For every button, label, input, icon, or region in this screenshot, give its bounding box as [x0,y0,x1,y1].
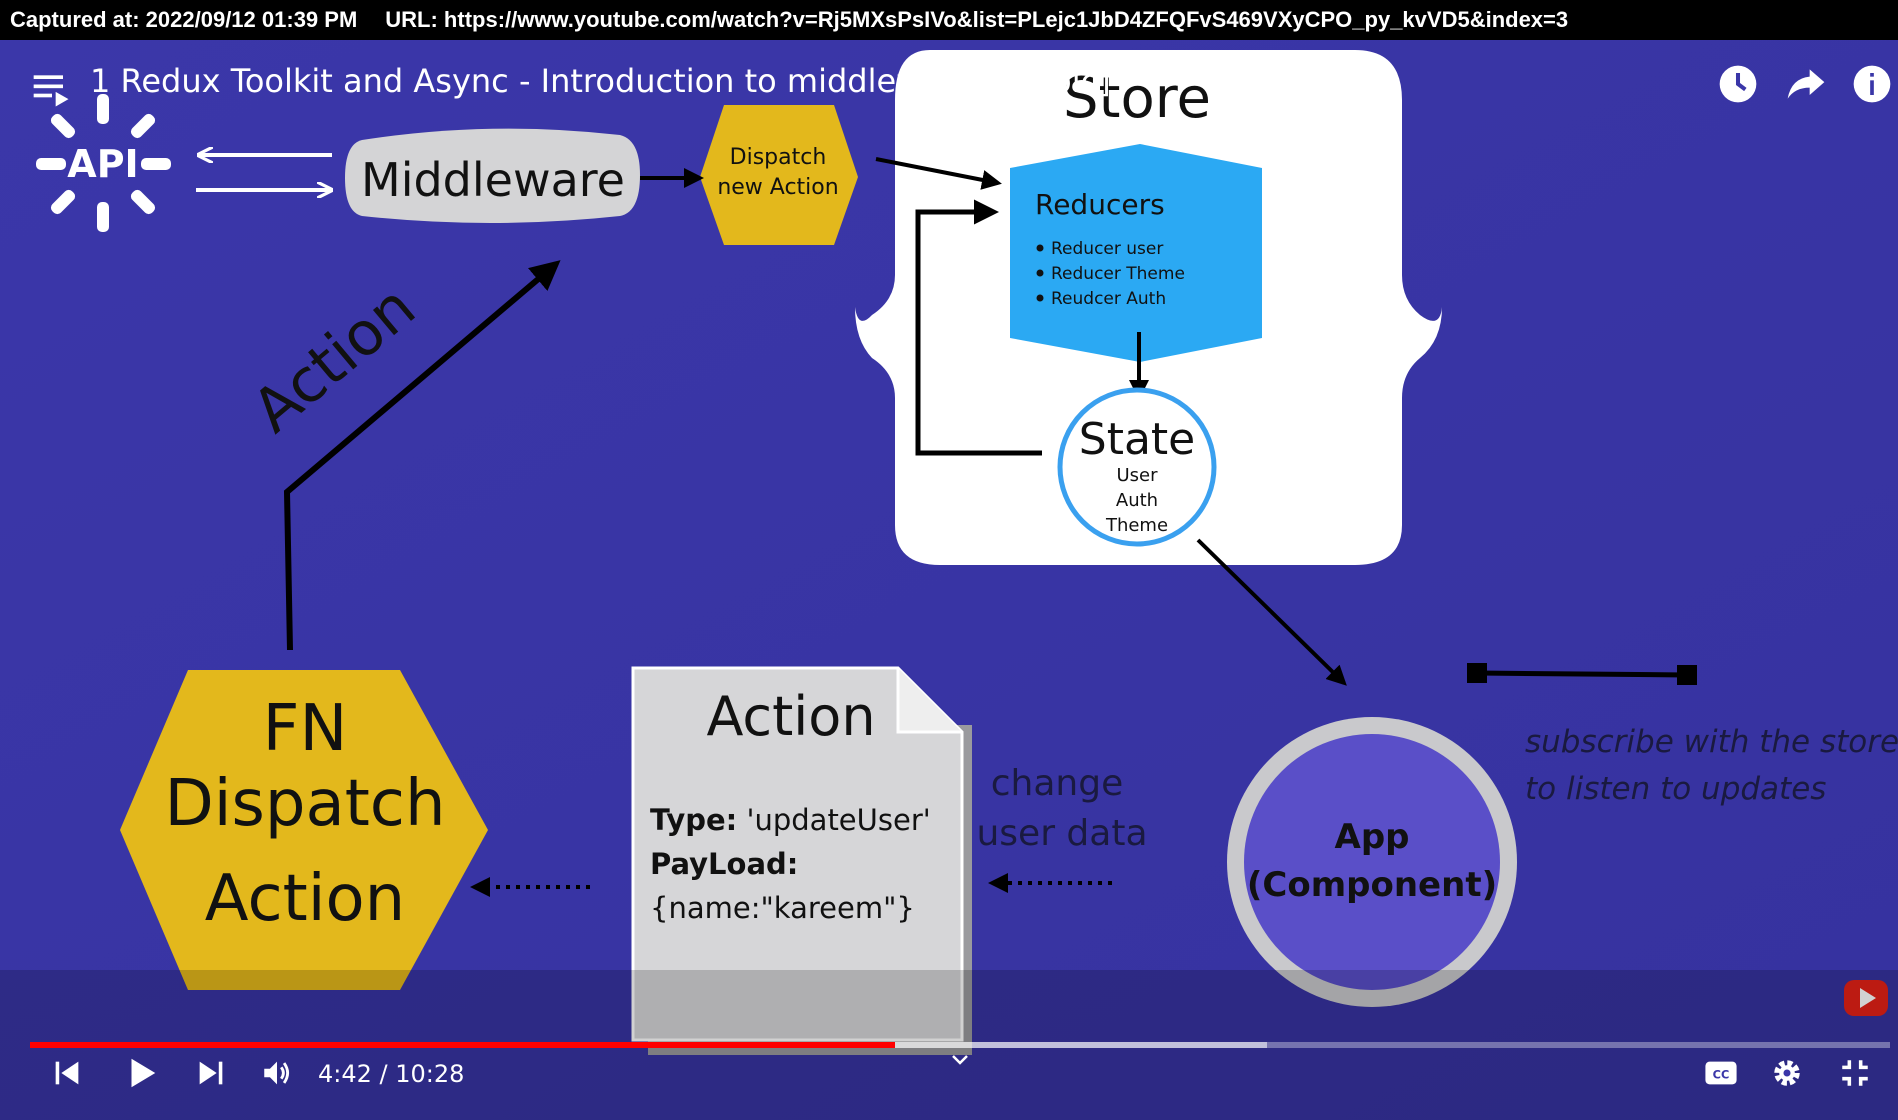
action-type-value: 'updateUser' [737,803,930,837]
capture-info-bar: Captured at: 2022/09/12 01:39 PM URL: htt… [0,0,1898,40]
state-title: State [1079,414,1195,465]
video-title[interactable]: 1 Redux Toolkit and Async - Introduction… [90,62,1111,100]
reducers-box [1010,144,1262,362]
progress-bar[interactable] [30,1042,1890,1048]
reducer-bullet [1036,294,1044,302]
captions-icon[interactable]: CC [1704,1058,1738,1088]
dispatch-new-action-hexagon [700,105,858,245]
dispatch-new-action-line2: new Action [717,175,838,200]
action-payload-key: PayLoad: [650,847,798,881]
app-component-circle [1244,734,1500,990]
state-item-user: User [1116,465,1158,486]
reducers-title: Reducers [1035,188,1165,221]
captured-at-label: Captured at: 2022/09/12 01:39 PM [10,7,358,32]
reducer-item-theme: Reducer Theme [1051,264,1185,284]
next-icon[interactable] [194,1056,228,1090]
store-title: Store [1063,66,1211,131]
action-type-key: Type: [650,803,737,837]
action-type-line: Type: 'updateUser' [650,803,931,837]
reducer-bullet [1036,244,1044,252]
subscribe-note-line2: to listen to updates [1525,771,1826,807]
exit-fullscreen-icon[interactable] [1838,1056,1872,1090]
player-controls: 4:42 / 10:28 CC [0,1030,1898,1120]
subscribe-watermark-icon[interactable] [1844,980,1888,1016]
connector-end-right [1677,665,1697,685]
state-item-auth: Auth [1116,490,1158,511]
fn-dispatch-action-hexagon [120,670,488,990]
state-to-app-arrow [1196,538,1347,686]
url-label: URL: https://www.youtube.com/watch?v=Rj5… [385,7,1569,32]
progress-played [30,1042,895,1048]
subscribe-note-line1: subscribe with the store [1525,724,1898,760]
play-icon[interactable] [122,1054,160,1092]
fn-dispatch-line1: FN [263,692,348,766]
previous-icon[interactable] [50,1056,84,1090]
action-doc-title: Action [706,685,875,748]
state-item-theme: Theme [1105,515,1168,536]
state-to-reducers-loop-arrow [915,199,1042,456]
fn-dispatch-line3: Action [205,862,405,936]
change-user-data-line1: change [991,763,1124,804]
watch-later-icon[interactable] [1716,62,1760,106]
share-icon[interactable] [1784,62,1828,106]
dispatch-to-reducers-arrow [875,157,1002,190]
connector-end-left [1467,663,1487,683]
middleware-label: Middleware [361,153,625,207]
time-display: 4:42 / 10:28 [318,1060,465,1088]
playlist-icon[interactable] [30,68,74,112]
subscribe-connector [1476,670,1688,678]
slide-diagram: Store Reducers Reducer user Reducer Them… [0,40,1898,1120]
reducer-bullet [1036,269,1044,277]
action-payload-value: {name:"kareem"} [650,891,915,925]
api-label: API [67,142,138,186]
reducer-item-user: Reducer user [1051,239,1163,259]
chevron-down-icon[interactable] [948,1048,972,1072]
api-logo: API [36,94,171,232]
app-component-line2: (Component) [1247,865,1497,905]
state-circle [1057,387,1217,547]
action-document: Action Type: 'updateUser' PayLoad: {name… [631,666,972,1055]
fn-to-middleware-arrow [283,260,561,651]
info-icon[interactable] [1850,62,1894,106]
settings-icon[interactable] [1770,1056,1804,1090]
player-top-bar: 1 Redux Toolkit and Async - Introduction… [0,40,1898,130]
volume-icon[interactable] [260,1056,294,1090]
svg-text:CC: CC [1713,1068,1730,1082]
dispatch-new-action-line1: Dispatch [730,145,827,170]
app-component-line1: App [1335,817,1410,857]
fn-dispatch-line2: Dispatch [164,767,445,841]
change-user-data-line2: user data [976,813,1147,854]
video-player[interactable]: Store Reducers Reducer user Reducer Them… [0,40,1898,1120]
middleware-shape [345,128,640,223]
reducer-item-auth: Reudcer Auth [1051,289,1166,309]
